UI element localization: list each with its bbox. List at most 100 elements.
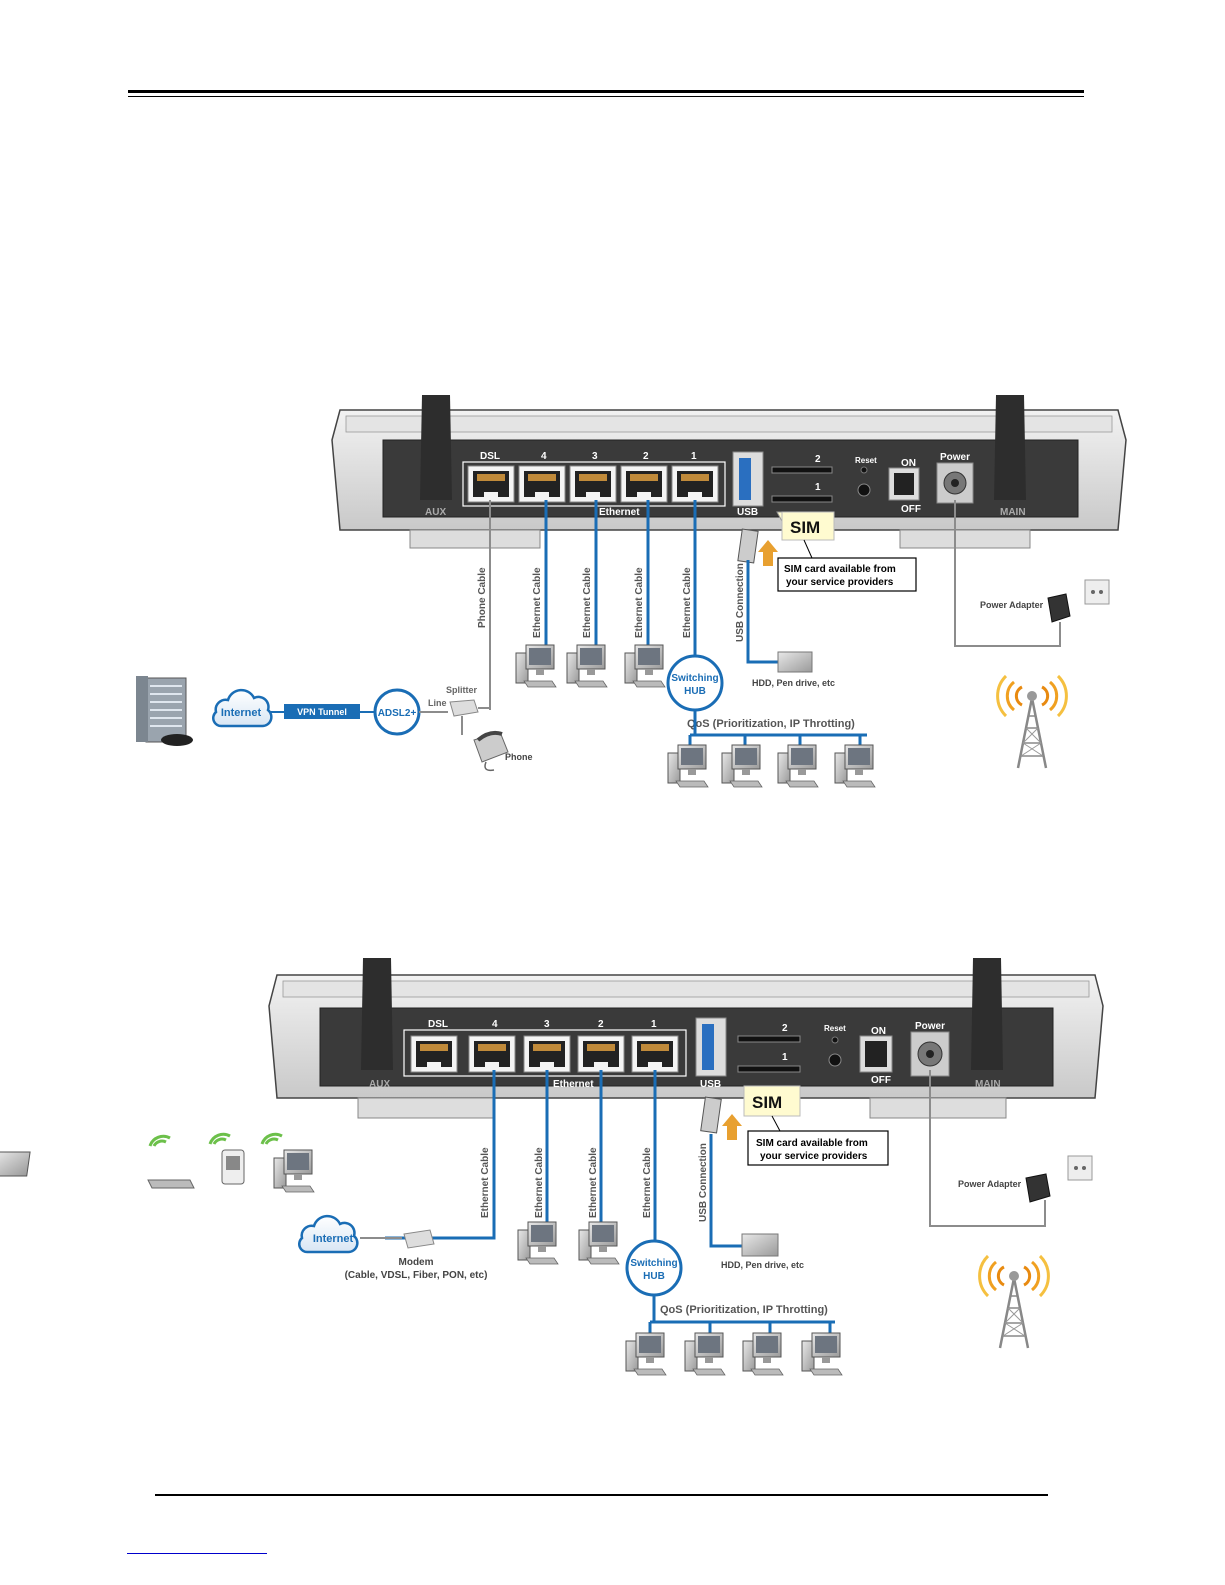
switch-on-label: ON bbox=[901, 458, 916, 469]
pc-icon bbox=[624, 644, 666, 688]
port-1-label: 1 bbox=[651, 1019, 657, 1030]
pc-icon bbox=[515, 644, 557, 688]
hub-label: HUB bbox=[643, 1271, 665, 1282]
port-2-label: 2 bbox=[643, 451, 649, 462]
hub-label: HUB bbox=[684, 686, 706, 697]
hdd-icon bbox=[741, 1233, 779, 1257]
pc-icon bbox=[667, 744, 709, 788]
switching-label: Switching bbox=[671, 673, 718, 684]
modem-icon bbox=[403, 1229, 435, 1249]
pc-icon bbox=[273, 1149, 315, 1193]
sim-card-icon bbox=[743, 1085, 801, 1117]
antenna-aux-icon bbox=[420, 395, 452, 500]
cell-tower-icon bbox=[996, 674, 1068, 770]
port-3-label: 3 bbox=[544, 1019, 550, 1030]
pc-icon bbox=[625, 1332, 667, 1376]
wall-outlet-icon bbox=[1084, 579, 1110, 605]
usb-stick-icon bbox=[700, 1096, 722, 1134]
dsl-port-icon bbox=[467, 465, 515, 503]
pc-icon bbox=[684, 1332, 726, 1376]
cell-tower-icon bbox=[978, 1254, 1050, 1350]
ethernet-cable-label-1: Ethernet Cable bbox=[682, 567, 693, 638]
pc-icon bbox=[578, 1221, 620, 1265]
diagram-dsl-mode: DSL 4 3 2 1 Ethernet USB 2 1 Reset ON OF… bbox=[136, 395, 1127, 788]
power-adapter-icon bbox=[1047, 593, 1071, 623]
line-label: Line bbox=[428, 698, 447, 708]
main-label: MAIN bbox=[975, 1079, 1001, 1090]
adsl-label: ADSL2+ bbox=[378, 708, 417, 719]
reset-label: Reset bbox=[855, 456, 877, 465]
ethernet-cable-label-4: Ethernet Cable bbox=[532, 567, 543, 638]
lan-port-3-icon bbox=[569, 465, 617, 503]
lan-port-2-icon bbox=[577, 1035, 625, 1073]
sim-slot-2-label: 2 bbox=[782, 1023, 788, 1034]
ethernet-cable-label-2: Ethernet Cable bbox=[634, 567, 645, 638]
lan-port-1-icon bbox=[631, 1035, 679, 1073]
laptop-icon bbox=[0, 1134, 195, 1189]
power-adapter-icon bbox=[1025, 1173, 1051, 1203]
splitter-label: Splitter bbox=[446, 685, 478, 695]
switch-off-label: OFF bbox=[871, 1075, 891, 1086]
sim-slot-2-label: 2 bbox=[815, 454, 821, 465]
internet-label-1: Internet bbox=[221, 707, 262, 719]
sim-slot-1-icon bbox=[771, 495, 833, 503]
router-rear-panel: DSL 4 3 2 1 Ethernet USB 2 1 Reset ON OF… bbox=[331, 395, 1127, 549]
sim-note-line1: SIM card available from bbox=[784, 564, 896, 575]
lan-port-2-icon bbox=[620, 465, 668, 503]
sim-slot-1-label: 1 bbox=[815, 482, 821, 493]
power-label: Power bbox=[940, 452, 970, 463]
power-adapter-label: Power Adapter bbox=[980, 600, 1044, 610]
ethernet-cable-label-3: Ethernet Cable bbox=[582, 567, 593, 638]
footer-link-underline bbox=[127, 1553, 267, 1554]
usb-connection-label: USB Connection bbox=[698, 1143, 709, 1222]
usb-port-label: USB bbox=[737, 507, 758, 518]
port-3-label: 3 bbox=[592, 451, 598, 462]
lan-port-1-icon bbox=[671, 465, 719, 503]
ethernet-cable-label-2: Ethernet Cable bbox=[588, 1147, 599, 1218]
modem-label: Modem bbox=[399, 1257, 434, 1268]
ethernet-group-label: Ethernet bbox=[553, 1079, 594, 1090]
pc-icon bbox=[834, 744, 876, 788]
power-adapter-label: Power Adapter bbox=[958, 1179, 1022, 1189]
qos-label: QoS (Prioritization, IP Throtting) bbox=[687, 718, 855, 730]
mobile-device-icon bbox=[208, 1132, 245, 1185]
dsl-port-icon bbox=[410, 1035, 458, 1073]
port-2-label: 2 bbox=[598, 1019, 604, 1030]
wps-button-icon bbox=[857, 483, 871, 497]
phone-cable-label: Phone Cable bbox=[477, 567, 488, 628]
router-rear-panel: DSL 4 3 2 1 Ethernet USB 2 1 Reset ON OF… bbox=[268, 958, 1104, 1119]
sim-label: SIM bbox=[790, 518, 820, 537]
lan-port-4-icon bbox=[468, 1035, 516, 1073]
hdd-icon bbox=[777, 651, 813, 673]
insert-arrow-icon bbox=[758, 540, 778, 566]
aux-label: AUX bbox=[425, 507, 446, 518]
port-1-label: 1 bbox=[691, 451, 697, 462]
wifi-signal-icon bbox=[260, 1132, 283, 1145]
switching-label: Switching bbox=[630, 1258, 677, 1269]
sim-note-line2: your service providers bbox=[786, 577, 894, 588]
dsl-port-label: DSL bbox=[480, 451, 500, 462]
sim-slot-2-icon bbox=[771, 466, 833, 474]
sim-note-box bbox=[777, 557, 917, 592]
pc-icon bbox=[721, 744, 763, 788]
internet-cloud-icon bbox=[298, 1214, 359, 1254]
main-label: MAIN bbox=[1000, 507, 1026, 518]
wall-outlet-icon bbox=[1067, 1155, 1093, 1181]
aux-label: AUX bbox=[369, 1079, 390, 1090]
pc-icon bbox=[801, 1332, 843, 1376]
sim-note-box bbox=[747, 1130, 889, 1166]
sim-label: SIM bbox=[752, 1093, 782, 1112]
vpn-tunnel-bar bbox=[284, 704, 360, 719]
lan-port-4-icon bbox=[518, 465, 566, 503]
phone-icon bbox=[473, 730, 509, 772]
pc-icon bbox=[742, 1332, 784, 1376]
antenna-aux-icon bbox=[361, 958, 393, 1070]
internet-label-2: Internet bbox=[313, 1233, 354, 1245]
reset-label: Reset bbox=[824, 1024, 846, 1033]
sim-slot-1-label: 1 bbox=[782, 1052, 788, 1063]
diagram-ethernet-wan-mode: DSL 4 3 2 1 Ethernet USB 2 1 Reset ON OF… bbox=[0, 958, 1104, 1376]
antenna-main-icon bbox=[994, 395, 1026, 500]
pc-icon bbox=[566, 644, 608, 688]
switch-on-label: ON bbox=[871, 1026, 886, 1037]
